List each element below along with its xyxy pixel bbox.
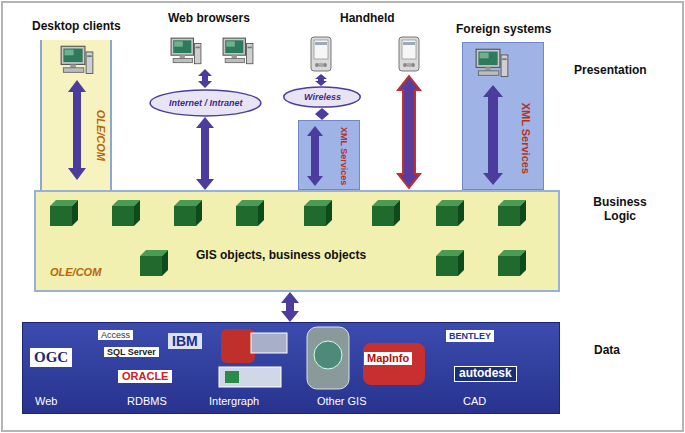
handheld-icon [399,37,419,71]
vendor-logo: OGC [30,348,72,367]
computer-icon [171,38,201,64]
category-label: RDBMS [127,395,167,408]
ellipse-outline [150,90,261,116]
object-cube [50,200,78,226]
interface-label: OLE/COM [94,110,107,161]
xml-services-box: XML Services [298,120,360,190]
object-cube [436,200,464,226]
double-arrow [198,69,212,88]
computer-icon [223,38,253,64]
double-arrow [307,126,323,186]
logo-shape [219,367,281,387]
double-arrow [398,76,420,188]
computer-icon [61,46,93,73]
network-ellipse: Internet / Intranet [149,89,262,117]
vendor-logo: Access [98,330,133,340]
xml-box-art [299,121,361,191]
business-logic-band: GIS objects, business objectsOLE/COM [34,190,560,292]
vendor-logo: SQL Server [104,347,159,357]
object-cube [112,200,140,226]
handheld-icon [311,37,331,71]
logo-shape [307,327,349,389]
ellipse-outline [284,87,360,107]
interface-label: OLE/COM [50,266,101,279]
logo-shape [314,341,342,369]
object-cube [140,250,168,276]
client-panel: Desktop clientsOLE/COM [40,40,112,190]
column-heading: Desktop clients [32,20,121,34]
network-label: Internet / Intranet [169,98,243,108]
object-cube [498,200,526,226]
client-panel: Foreign systemsXML Services [462,42,544,190]
object-cube [372,200,400,226]
double-arrow [281,292,299,322]
vendor-logo: MapInfo [364,352,412,365]
double-arrow [196,117,214,190]
tier-label: Presentation [574,64,647,78]
interface-label: XML Services [519,103,532,174]
network-ellipse: Wireless [283,86,361,108]
foreign-art [463,43,545,191]
double-arrow [483,85,503,185]
column-heading: Web browsers [168,12,250,26]
column-heading: Handheld [340,12,395,26]
vendor-logo: BENTLEY [446,330,494,342]
category-label: Intergraph [209,395,259,408]
logo-shape [363,343,425,385]
vendor-logo: IBM [168,333,202,349]
logo-shape [225,371,239,383]
object-cube [436,250,464,276]
network-label: Wireless [304,92,341,102]
object-cube [174,200,202,226]
double-arrow [315,74,327,86]
category-label: Other GIS [317,395,367,408]
object-cube [498,250,526,276]
column-heading: Foreign systems [456,23,551,37]
vendor-logo: autodesk [454,366,517,382]
tier-label: Data [594,344,620,358]
category-label: Web [35,395,57,408]
logo-shape [221,329,255,363]
cube-art [36,192,562,294]
logo-shape [251,333,287,353]
interface-label: XML Services [339,127,349,185]
double-arrow [315,108,329,120]
band-text: GIS objects, business objects [196,249,366,263]
computer-icon [476,49,508,76]
object-cube [304,200,332,226]
object-cube [236,200,264,226]
vendor-logo: ORACLE [118,370,172,383]
tier-label: Business Logic [580,196,660,224]
double-arrow [68,80,86,180]
category-label: CAD [463,395,486,408]
